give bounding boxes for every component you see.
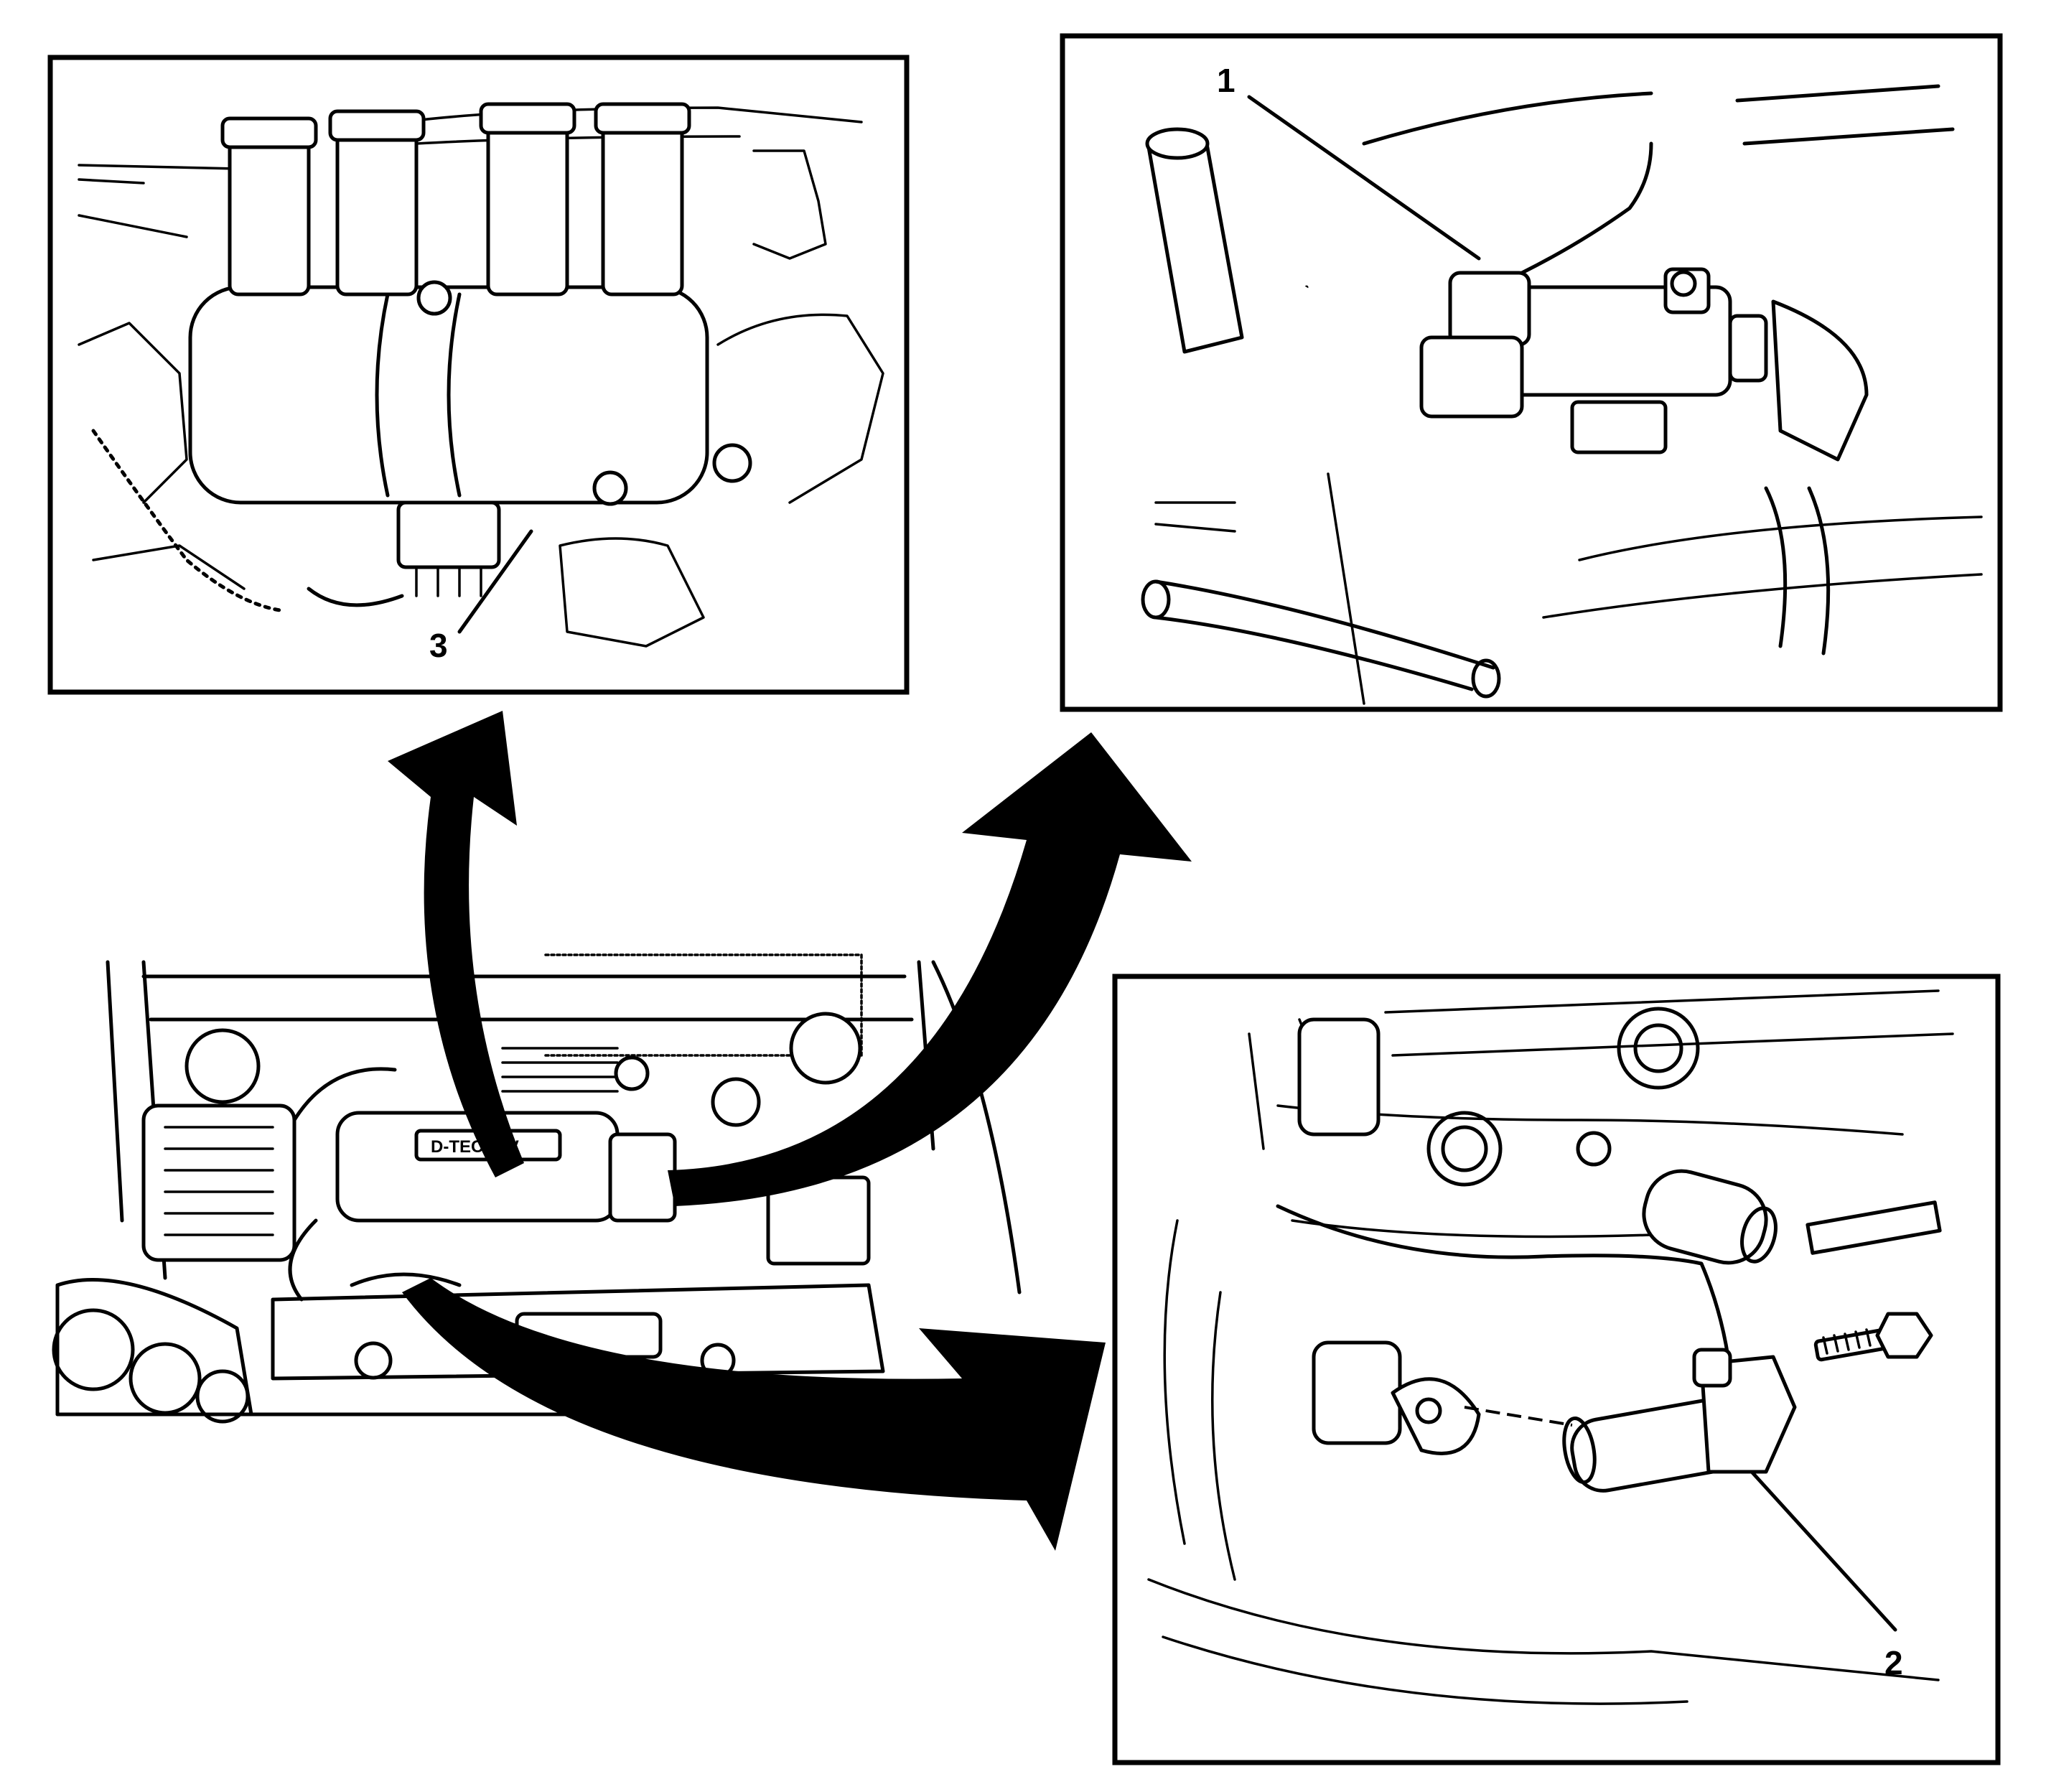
panel-crank-sensor-frame [1112, 974, 2001, 1765]
leader-line-3 [457, 529, 533, 634]
panel-ignition-coil: 3 [47, 55, 910, 695]
panel-purge-solenoid: 1 [1060, 33, 2003, 712]
coil-towers [220, 102, 691, 297]
callout-3: 3 [429, 627, 448, 664]
arrow-to-ignition-coil [388, 711, 524, 1177]
panel-crank-sensor: 2 [1112, 974, 2001, 1765]
arrow-to-purge-solenoid [668, 732, 1192, 1206]
engine-bay-overview: D-TEC 16V [52, 953, 1022, 1424]
purge-solenoid-valve [1419, 267, 1768, 454]
callout-1: 1 [1217, 62, 1235, 99]
crankshaft-position-sensor [1562, 1348, 1797, 1493]
locator-arrows [388, 711, 1192, 1551]
sensor-bolt [1813, 1312, 1933, 1362]
leader-line-2 [1750, 1470, 1897, 1632]
callout-2: 2 [1884, 1644, 1903, 1681]
air-filter-box [141, 1103, 296, 1262]
leader-line-1 [1247, 95, 1481, 261]
coolant-reservoir-cap [711, 1077, 761, 1127]
coil-connector [396, 500, 501, 597]
arrow-to-crank-sensor [402, 1278, 1106, 1551]
headlamp-cluster [52, 1278, 253, 1424]
cylinder-boss [1642, 1169, 1778, 1265]
